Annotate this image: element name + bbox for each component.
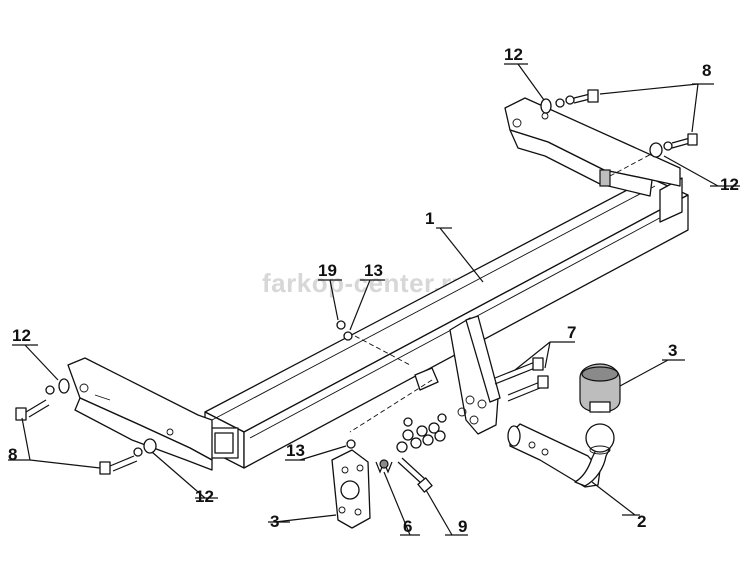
center-mount	[349, 315, 501, 435]
callout-12-left: 12	[12, 326, 31, 345]
bolt-9	[397, 457, 433, 493]
callout-2: 2	[637, 512, 646, 531]
callout-8-top: 8	[702, 61, 711, 80]
callout-12-bottom: 12	[195, 487, 214, 506]
callout-1: 1	[425, 209, 434, 228]
callout-8-left: 8	[8, 445, 17, 464]
center-fasteners	[336, 320, 447, 453]
callout-labels: 1 2 3 3 6 7 8 8 9 12 12 12 12 13 13 19	[8, 45, 739, 536]
socket-plate	[331, 449, 371, 529]
callout-3-plate: 3	[270, 512, 279, 531]
spring-washer	[375, 459, 393, 474]
left-fasteners	[15, 378, 157, 475]
bolts-7	[494, 357, 549, 402]
left-bracket	[67, 357, 213, 471]
right-bracket	[504, 97, 681, 197]
callout-13-bottom: 13	[286, 441, 305, 460]
callout-12-top: 12	[504, 45, 523, 64]
ball-cap	[579, 363, 621, 413]
tow-ball-neck	[507, 423, 615, 488]
top-right-fasteners	[540, 89, 698, 158]
callout-9: 9	[458, 517, 467, 536]
callout-19: 19	[318, 261, 337, 280]
leader-lines	[8, 63, 740, 536]
crossbeam	[204, 177, 689, 469]
callout-3-ball: 3	[668, 341, 677, 360]
callout-7: 7	[567, 323, 576, 342]
callout-12-right: 12	[720, 175, 739, 194]
callout-6: 6	[403, 517, 412, 536]
callout-13-top: 13	[364, 261, 383, 280]
